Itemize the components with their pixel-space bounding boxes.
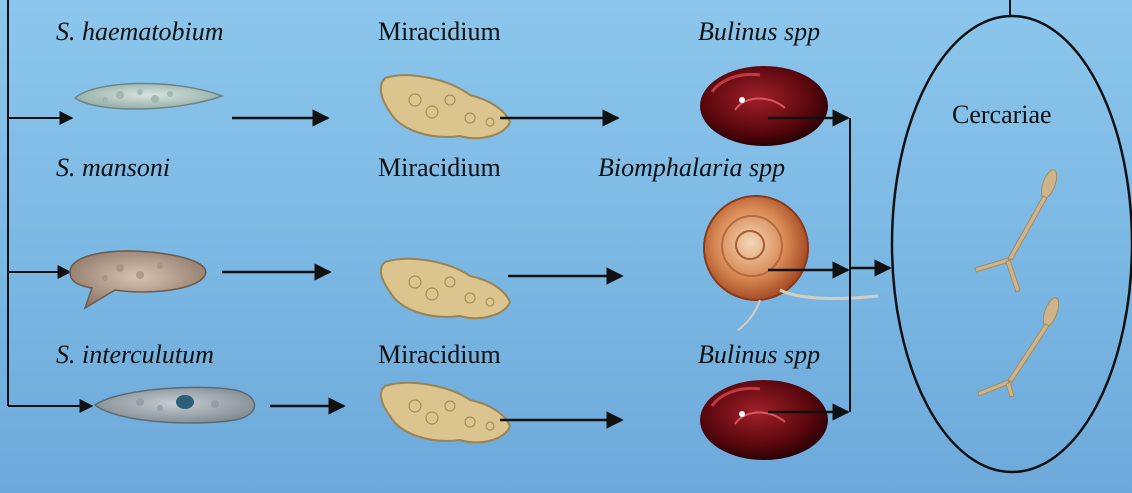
parasite-egg-icon-2 <box>70 251 206 308</box>
snail-icon-2 <box>704 196 878 330</box>
miracidium-icon-3 <box>381 383 510 442</box>
parasite-egg-icon-3 <box>95 387 255 423</box>
snail-icon-1 <box>700 66 828 146</box>
snail-icon-3 <box>700 380 828 460</box>
miracidium-icon-2 <box>381 259 510 318</box>
cercariae-oval <box>892 16 1132 472</box>
miracidium-icon-1 <box>381 75 510 138</box>
parasite-egg-icon-1 <box>75 83 222 109</box>
cercaria-icon-1 <box>975 168 1060 292</box>
cercaria-icon-2 <box>978 296 1062 397</box>
